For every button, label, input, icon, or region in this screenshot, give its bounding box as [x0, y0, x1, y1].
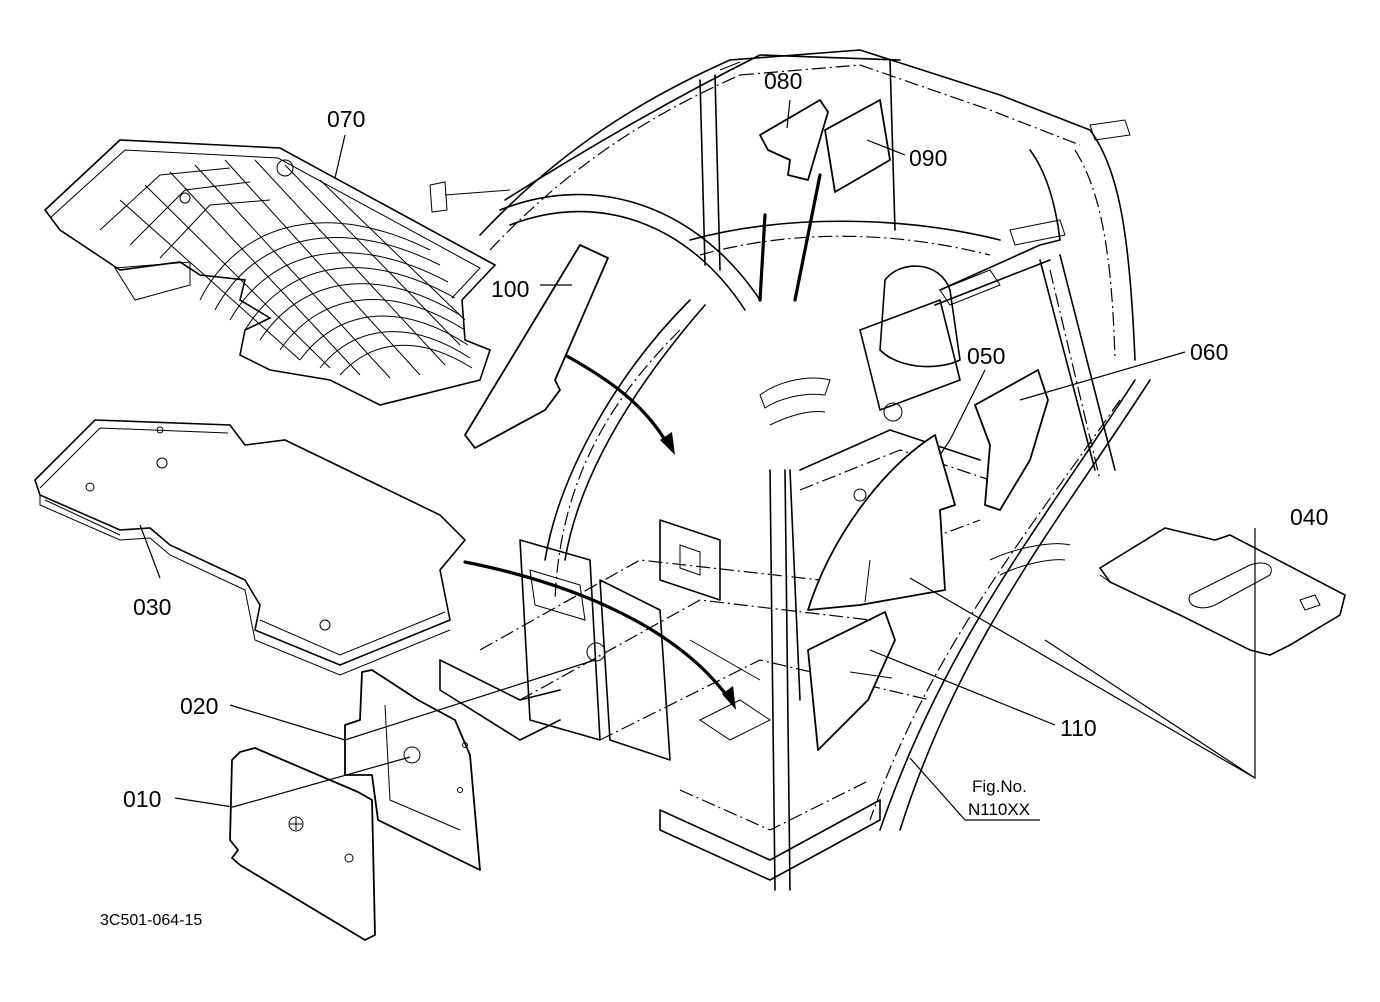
part-050-panel — [807, 434, 956, 611]
leader-lines — [139, 99, 1256, 821]
label-110: 110 — [1060, 715, 1097, 741]
figure-code: N110XX — [968, 800, 1030, 819]
part-060-panel — [974, 369, 1049, 511]
label-100: 100 — [491, 276, 529, 302]
label-080: 080 — [764, 68, 802, 94]
label-060: 060 — [1190, 339, 1228, 365]
mesh-grid — [99, 159, 473, 379]
figure-number: Fig.No. N110XX — [968, 777, 1030, 819]
cabin-frame — [429, 49, 1151, 891]
part-070-mesh-mat — [43, 139, 497, 406]
label-070: 070 — [327, 106, 365, 132]
label-050: 050 — [967, 343, 1005, 369]
part-number-labels: 070 080 090 100 050 060 040 030 020 110 … — [123, 68, 1328, 812]
label-040: 040 — [1290, 504, 1328, 530]
install-arrows — [463, 173, 822, 710]
part-100-panel — [464, 244, 609, 449]
drawing-code: 3C501-064-15 — [100, 912, 202, 929]
part-080-panel — [759, 99, 829, 181]
label-010: 010 — [123, 786, 161, 812]
part-030-floor-mat — [34, 419, 467, 676]
part-040-floor-mat — [1098, 527, 1346, 656]
part-020-panel — [344, 669, 481, 871]
part-110-panel — [807, 611, 896, 751]
label-090: 090 — [909, 145, 947, 171]
figure-caption: Fig.No. — [972, 777, 1027, 796]
label-020: 020 — [180, 693, 218, 719]
part-010-cover — [229, 747, 376, 941]
part-090-panel — [824, 99, 891, 193]
label-030: 030 — [133, 594, 171, 620]
